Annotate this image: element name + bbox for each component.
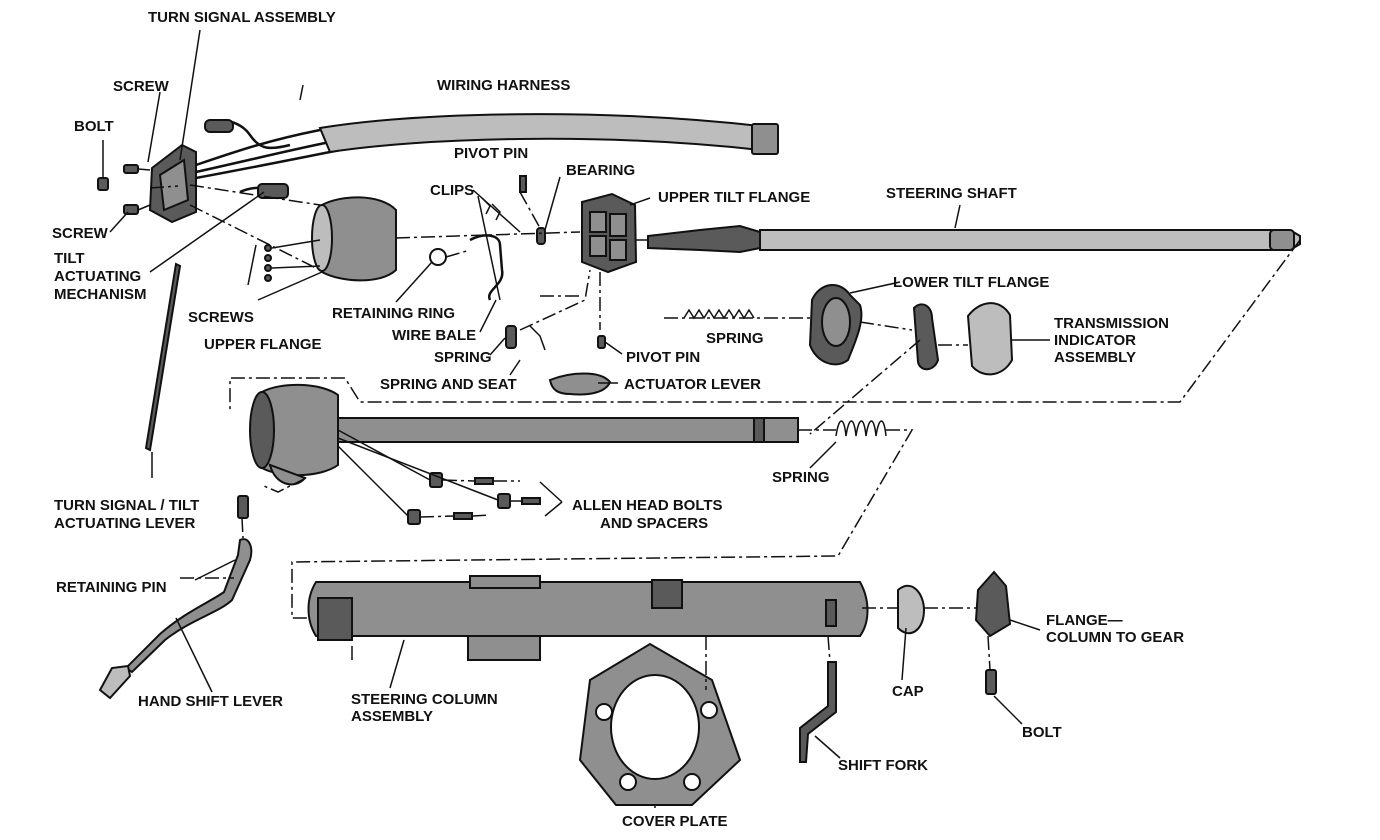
label-clips: CLIPS bbox=[430, 182, 474, 199]
leader-lines bbox=[109, 84, 1050, 808]
label-turn-signal-lever-2: ACTUATING LEVER bbox=[54, 515, 196, 532]
center-small-springs bbox=[505, 308, 755, 351]
label-transmission-1: TRANSMISSION bbox=[1054, 315, 1169, 332]
allen-head-bolts-part bbox=[337, 429, 541, 525]
shift-fork-part bbox=[799, 661, 837, 763]
label-actuator-lever: ACTUATOR LEVER bbox=[624, 376, 761, 393]
label-transmission-3: ASSEMBLY bbox=[1054, 349, 1136, 366]
label-screws: SCREWS bbox=[188, 309, 254, 326]
label-turn-signal-lever-1: TURN SIGNAL / TILT bbox=[54, 497, 199, 514]
upper-tilt-flange-part bbox=[581, 192, 638, 274]
label-spring-and-seat: SPRING AND SEAT bbox=[380, 376, 517, 393]
label-screw-left: SCREW bbox=[52, 225, 109, 242]
label-wiring-harness: WIRING HARNESS bbox=[437, 77, 570, 94]
wiring-harness-part bbox=[195, 113, 779, 199]
label-lower-tilt-flange: LOWER TILT FLANGE bbox=[893, 274, 1049, 291]
label-screw-top: SCREW bbox=[113, 78, 170, 95]
label-bolt-top: BOLT bbox=[74, 118, 114, 135]
turn-signal-lever-part bbox=[144, 262, 182, 478]
label-wire-bale: WIRE BALE bbox=[392, 327, 476, 344]
steering-shaft-part bbox=[647, 224, 1301, 254]
top-left-fasteners bbox=[97, 140, 151, 215]
label-cover-plate: COVER PLATE bbox=[622, 813, 728, 830]
label-tilt-3: MECHANISM bbox=[54, 286, 147, 303]
label-retaining-pin: RETAINING PIN bbox=[56, 579, 167, 596]
label-flange-1: FLANGE— bbox=[1046, 612, 1123, 629]
label-upper-tilt-flange: UPPER TILT FLANGE bbox=[658, 189, 810, 206]
flange-column-to-gear-part bbox=[974, 570, 1012, 695]
label-steering-column-2: ASSEMBLY bbox=[351, 708, 433, 725]
cap-part bbox=[897, 584, 926, 635]
tilt-housing-part bbox=[249, 383, 799, 486]
label-tilt-1: TILT bbox=[54, 250, 85, 267]
label-tilt-2: ACTUATING bbox=[54, 268, 141, 285]
transmission-indicator-part bbox=[912, 302, 1014, 376]
label-spring-left: SPRING bbox=[434, 349, 492, 366]
label-cap: CAP bbox=[892, 683, 924, 700]
label-steering-column-1: STEERING COLUMN bbox=[351, 691, 498, 708]
retaining-ring-wire-bale bbox=[429, 234, 504, 301]
label-bolt-bottom: BOLT bbox=[1022, 724, 1062, 741]
label-transmission-2: INDICATOR bbox=[1054, 332, 1136, 349]
label-spring-mid: SPRING bbox=[706, 330, 764, 347]
steering-column-part bbox=[307, 575, 869, 661]
cover-plate-part bbox=[578, 642, 742, 806]
pivot-pin-bearing-clips bbox=[481, 175, 561, 245]
label-retaining-ring: RETAINING RING bbox=[332, 305, 455, 322]
label-allen-1: ALLEN HEAD BOLTS bbox=[572, 497, 723, 514]
label-steering-shaft: STEERING SHAFT bbox=[886, 185, 1017, 202]
upper-flange-part bbox=[311, 196, 397, 282]
phantom-center-lines bbox=[149, 184, 1301, 690]
screws-part bbox=[247, 239, 321, 286]
hand-shift-lever-part bbox=[98, 495, 253, 700]
label-pivot-pin-bottom: PIVOT PIN bbox=[626, 349, 700, 366]
spring-right-part bbox=[835, 420, 887, 437]
label-turn-signal-assembly: TURN SIGNAL ASSEMBLY bbox=[148, 9, 336, 26]
label-allen-2: AND SPACERS bbox=[600, 515, 708, 532]
label-pivot-pin-top: PIVOT PIN bbox=[454, 145, 528, 162]
label-spring-right: SPRING bbox=[772, 469, 830, 486]
label-hand-shift-lever: HAND SHIFT LEVER bbox=[138, 693, 283, 710]
label-shift-fork: SHIFT FORK bbox=[838, 757, 928, 774]
label-upper-flange: UPPER FLANGE bbox=[204, 336, 322, 353]
label-bearing: BEARING bbox=[566, 162, 635, 179]
label-flange-2: COLUMN TO GEAR bbox=[1046, 629, 1184, 646]
turn-signal-assembly-part bbox=[148, 29, 201, 224]
actuator-lever-part bbox=[548, 372, 612, 396]
lower-tilt-flange-part bbox=[808, 284, 863, 366]
